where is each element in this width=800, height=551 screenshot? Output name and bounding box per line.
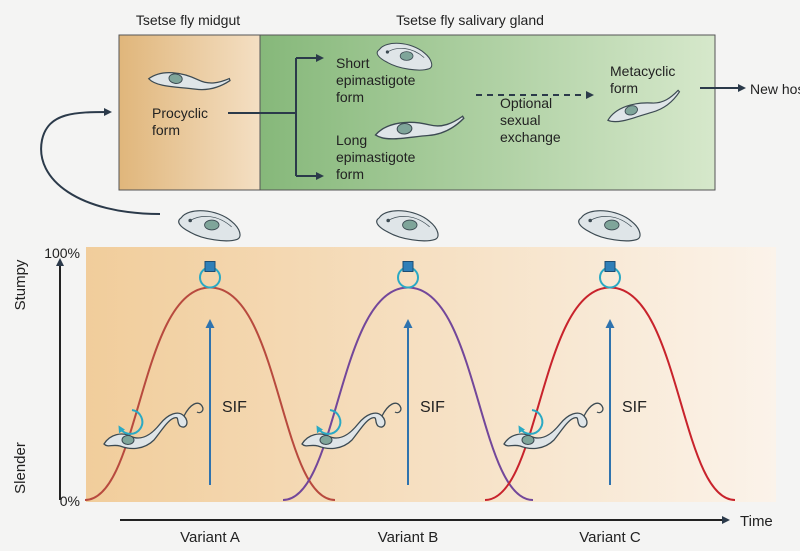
variant-b-label: Variant B: [378, 529, 439, 546]
variant-c-sif-label: SIF: [622, 399, 647, 416]
variant-c-stumpy-parasite-icon: [578, 210, 641, 242]
x-axis-time-label: Time: [740, 513, 773, 530]
midgut-title: Tsetse fly midgut: [136, 12, 240, 28]
variant-c-checkpoint-block-icon: [604, 261, 616, 272]
variant-b-checkpoint-block-icon: [402, 261, 414, 272]
new-host-label: New host: [750, 81, 800, 97]
y-tick-100: 100%: [44, 245, 80, 261]
y-axis-slender-label: Slender: [12, 442, 29, 494]
variant-a-checkpoint-block-icon: [204, 261, 216, 272]
variant-c-group: SIF: [484, 210, 736, 501]
variant-c-label: Variant C: [579, 529, 641, 546]
variant-a-group: SIF: [84, 210, 336, 501]
y-tick-0: 0%: [60, 493, 80, 509]
y-axis-stumpy-label: Stumpy: [12, 259, 29, 310]
variant-a-proliferation-icon: [118, 409, 144, 435]
parasitemia-chart: Stumpy Slender 100% 0% Time SIF SIF SIF Va…: [12, 210, 776, 546]
variant-curves: SIF SIF SIF: [84, 210, 736, 501]
top-panel: Tsetse fly midgut Tsetse fly salivary gl…: [118, 12, 800, 191]
variant-b-stumpy-parasite-icon: [376, 210, 439, 242]
optional-sexual-exchange-label: Optional sexual exchange: [500, 95, 561, 145]
variant-a-stumpy-parasite-icon: [178, 210, 241, 242]
variant-a-sif-label: SIF: [222, 399, 247, 416]
variant-b-sif-label: SIF: [420, 399, 445, 416]
variant-c-proliferation-icon: [518, 409, 544, 435]
metacyclic-label: Metacyclic form: [610, 63, 679, 96]
short-epimastigote-label: Short epimastigote form: [336, 55, 419, 105]
stumpy-to-procyclic-arrow: [40, 108, 161, 215]
variant-b-group: SIF: [282, 210, 534, 501]
long-epimastigote-label: Long epimastigote form: [336, 132, 419, 182]
salivary-gland-title: Tsetse fly salivary gland: [396, 12, 544, 28]
variant-labels: Variant A Variant B Variant C: [180, 529, 641, 546]
procyclic-label: Procyclic form: [152, 105, 212, 138]
variant-b-proliferation-icon: [316, 409, 342, 435]
procyclic-to-epimastigote-arrows: [228, 54, 324, 180]
variant-a-label: Variant A: [180, 529, 240, 546]
